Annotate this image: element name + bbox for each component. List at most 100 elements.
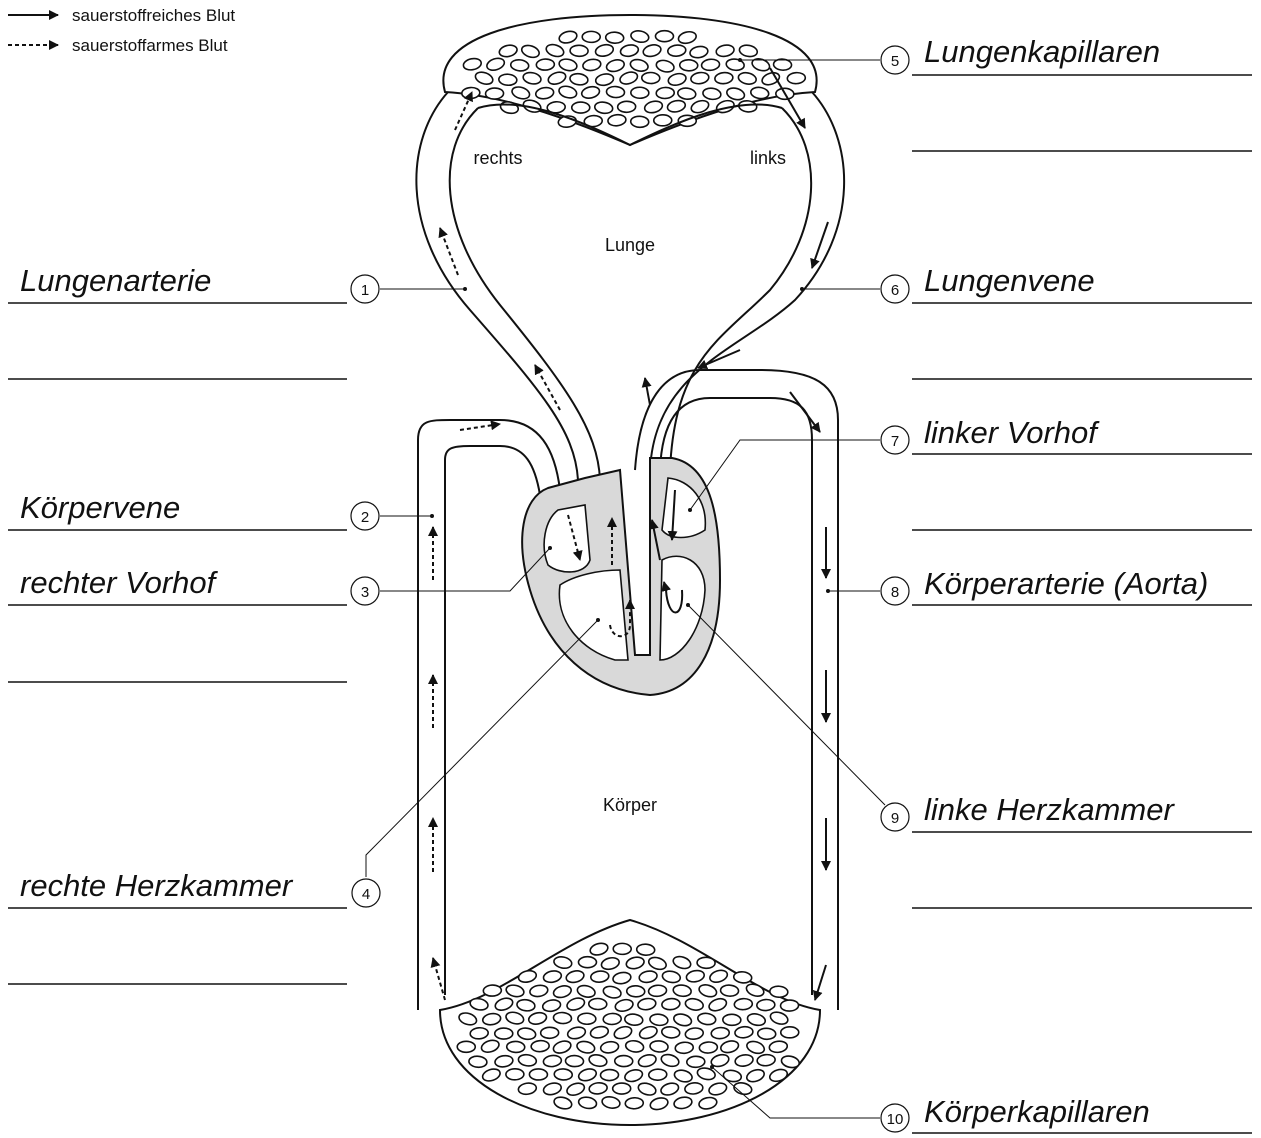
capillary-cell — [495, 1028, 513, 1039]
flow-arrow-vena-cava-4 — [433, 958, 445, 1000]
capillary-cell — [543, 970, 563, 984]
capillary-cell — [558, 29, 578, 44]
capillary-cell — [494, 1054, 513, 1068]
capillary-cell — [553, 1012, 572, 1024]
capillary-cell — [566, 1025, 586, 1040]
number-10: 10 — [887, 1111, 904, 1128]
label-text-6: Lungenvene — [924, 263, 1095, 298]
capillary-cell — [660, 1081, 680, 1097]
capillary-cell — [677, 30, 697, 45]
capillary-cell — [601, 1095, 621, 1109]
label-slot-1: Lungenarterie 1 — [8, 263, 379, 379]
flow-arrow-pulmonary-artery-mid — [440, 228, 458, 275]
capillary-cell — [642, 43, 662, 58]
capillary-cell — [787, 72, 806, 84]
region-right-label: rechts — [473, 148, 522, 168]
label-text-7: linker Vorhof — [924, 415, 1100, 450]
capillary-cell — [769, 1040, 788, 1053]
capillary-cell — [518, 1082, 537, 1095]
capillary-cell — [689, 45, 709, 59]
capillary-cell — [505, 1010, 525, 1025]
number-2: 2 — [361, 509, 369, 526]
capillary-cell — [637, 997, 656, 1011]
capillary-cell — [720, 1039, 740, 1054]
capillary-cell — [637, 1053, 657, 1069]
capillary-cell — [499, 100, 519, 115]
capillary-cell — [615, 1055, 633, 1066]
capillary-cell — [642, 72, 660, 83]
capillary-cell — [648, 1069, 666, 1081]
capillary-cell — [605, 32, 624, 44]
capillary-cell — [630, 29, 650, 43]
flow-arrow-aorta-arch — [790, 392, 820, 432]
capillary-cell — [507, 1041, 525, 1053]
capillary-cell — [620, 44, 640, 58]
capillary-cell — [711, 1027, 730, 1039]
lung-capillary-bed — [443, 15, 816, 145]
capillary-cell — [623, 1068, 643, 1084]
capillary-cell — [520, 43, 541, 59]
capillary-cell — [757, 1028, 776, 1040]
capillary-cell — [638, 970, 658, 984]
capillary-cell — [469, 997, 489, 1011]
capillary-cell — [578, 1013, 596, 1024]
capillary-cell — [697, 1012, 716, 1025]
capillary-cell — [543, 1055, 562, 1068]
capillary-cell — [553, 1095, 573, 1110]
capillary-cell — [614, 998, 634, 1013]
capillary-cell — [511, 85, 531, 101]
capillary-cell — [629, 58, 649, 73]
legend-dashed-label: sauerstoffarmes Blut — [72, 36, 228, 55]
capillary-cell — [680, 59, 698, 71]
capillary-cell — [582, 31, 600, 42]
capillary-cell — [677, 87, 696, 100]
label-slot-4: rechte Herzkammer 4 — [8, 868, 380, 984]
capillary-cell — [536, 59, 554, 71]
heart — [522, 458, 720, 695]
capillary-cell — [588, 1053, 608, 1068]
flow-arrow-vena-cava-top — [460, 424, 500, 430]
capillary-cell — [781, 1027, 799, 1038]
capillary-cell — [462, 87, 481, 99]
flow-arrow-aorta-ascending — [645, 378, 650, 405]
capillary-cell — [708, 968, 729, 984]
region-left-label: links — [750, 148, 786, 168]
capillary-cell — [757, 999, 776, 1011]
capillary-cell — [602, 985, 622, 1000]
capillary-cell — [667, 72, 687, 87]
capillary-cell — [458, 1011, 478, 1027]
label-text-9: linke Herzkammer — [924, 792, 1175, 827]
capillary-cell — [631, 87, 649, 98]
label-slot-10: 10 Körperkapillaren — [881, 1094, 1252, 1133]
capillary-cell — [590, 970, 609, 983]
label-slot-8: 8 Körperarterie (Aorta) — [881, 566, 1252, 605]
capillary-cell — [734, 998, 753, 1010]
capillary-cell — [603, 1013, 622, 1025]
capillary-cell — [565, 996, 586, 1012]
capillary-cell — [572, 102, 590, 113]
capillary-cell — [745, 1068, 766, 1084]
capillary-cell — [636, 944, 655, 956]
capillary-cell — [654, 115, 672, 126]
label-text-10: Körperkapillaren — [924, 1094, 1150, 1129]
capillary-cell — [558, 84, 578, 99]
capillary-cell — [600, 1069, 618, 1081]
capillary-cell — [565, 969, 585, 984]
capillary-cell — [780, 1055, 800, 1070]
flow-arrow-pulmonary-vein-top — [698, 350, 740, 368]
capillary-cell — [672, 954, 693, 970]
capillary-cell — [649, 1096, 669, 1111]
capillary-cell — [661, 998, 680, 1011]
number-5: 5 — [891, 53, 899, 70]
capillary-cell — [684, 1082, 703, 1095]
capillary-cell — [531, 1040, 550, 1052]
capillary-cell — [606, 86, 625, 98]
capillary-cell — [613, 1083, 631, 1094]
capillary-cell — [494, 996, 515, 1012]
capillary-cell — [701, 58, 720, 71]
capillary-cell — [554, 1068, 573, 1080]
label-text-3: rechter Vorhof — [20, 565, 219, 600]
capillary-cell — [545, 42, 566, 58]
number-4: 4 — [362, 886, 370, 903]
label-text-2: Körpervene — [20, 490, 180, 525]
